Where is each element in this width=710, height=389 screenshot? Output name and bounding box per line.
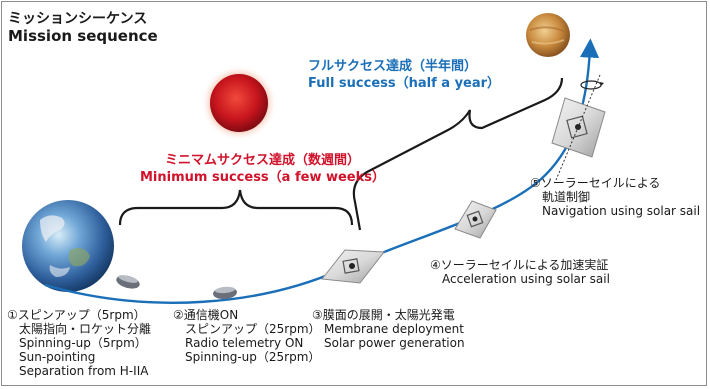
full-success-jp: フルサクセス達成（半年間） — [308, 59, 478, 74]
stage-3-line: ③膜面の展開・太陽光発電 — [312, 308, 455, 322]
title-jp: ミッションシーケンス — [8, 11, 148, 27]
stage-1-line: ①スピンアップ（5rpm） — [7, 308, 146, 322]
stage-2-line: Radio telemetry ON — [173, 336, 304, 350]
stage-1-label: ①スピンアップ（5rpm） 太陽指向・ロケット分離 Spinning-up（5r… — [7, 308, 151, 378]
spacecraft-icon — [116, 275, 140, 289]
rotation-arrow-icon — [580, 80, 604, 90]
earth-icon — [22, 200, 114, 292]
venus-icon — [526, 13, 570, 57]
stage-1-line: Sun-pointing — [7, 350, 96, 364]
stage-2-line: スピンアップ（25rpm） — [173, 322, 321, 336]
minimum-success-jp: ミニマムサクセス達成（数週間） — [165, 153, 361, 168]
stage-4-line: ④ソーラーセイルによる加速実証 — [430, 258, 609, 272]
title-en: Mission sequence — [8, 27, 158, 45]
solar-sail-icon — [454, 200, 497, 239]
stage-5-line: ⑤ソーラーセイルによる — [530, 176, 661, 190]
stage-1-line: Spinning-up（5rpm） — [7, 336, 147, 350]
stage-1-line: Separation from H-IIA — [7, 364, 149, 378]
stage-3-label: ③膜面の展開・太陽光発電 Membrane deployment Solar p… — [312, 308, 465, 350]
full-success-label: フルサクセス達成（半年間） Full success（half a year） — [308, 58, 500, 92]
stage-3-line: Solar power generation — [312, 336, 465, 350]
full-success-brace — [352, 77, 564, 231]
minimum-success-en: Minimum success（a few weeks） — [140, 170, 386, 185]
stage-4-label: ④ソーラーセイルによる加速実証 Acceleration using solar… — [430, 258, 610, 286]
minimum-success-brace — [118, 189, 354, 226]
stage-2-line: ②通信機ON — [173, 308, 239, 322]
stage-2-label: ②通信機ON スピンアップ（25rpm） Radio telemetry ON … — [173, 308, 321, 364]
solar-sail-icon — [321, 249, 385, 284]
stage-5-label: ⑤ソーラーセイルによる 軌道制御 Navigation using solar … — [530, 176, 700, 218]
spacecraft-icon — [213, 286, 237, 300]
stage-5-line: Navigation using solar sail — [530, 204, 701, 218]
stage-3-line: Membrane deployment — [312, 322, 464, 336]
full-success-en: Full success（half a year） — [308, 76, 501, 91]
stage-2-line: Spinning-up（25rpm） — [173, 350, 321, 364]
stage-5-line: 軌道制御 — [530, 190, 591, 204]
minimum-success-label: ミニマムサクセス達成（数週間） Minimum success（a few we… — [140, 152, 385, 186]
stage-1-line: 太陽指向・ロケット分離 — [7, 322, 152, 336]
sun-icon — [201, 65, 277, 141]
solar-sail-icon — [551, 74, 606, 181]
stage-4-line: Acceleration using solar sail — [430, 272, 610, 286]
